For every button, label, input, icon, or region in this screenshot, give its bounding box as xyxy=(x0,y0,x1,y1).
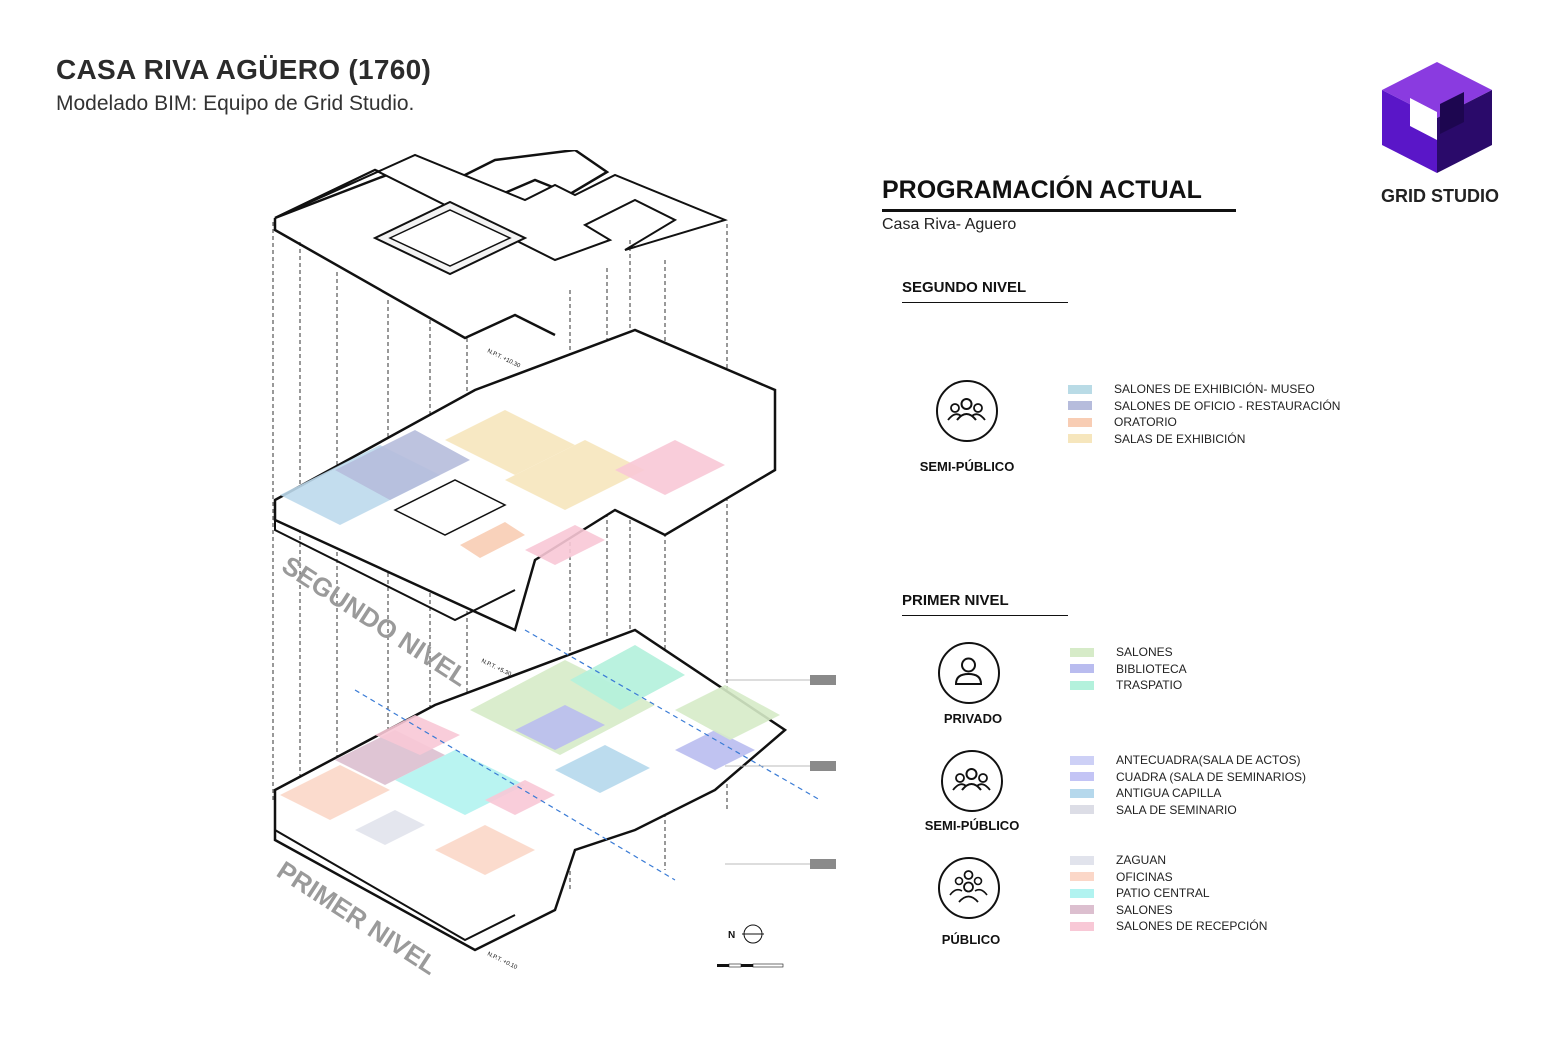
legend-swatch xyxy=(1068,384,1092,394)
legend-item: SALONES DE RECEPCIÓN xyxy=(1070,918,1267,935)
legend-item: CUADRA (SALA DE SEMINARIOS) xyxy=(1070,769,1306,786)
section-subtitle: Casa Riva- Aguero xyxy=(882,216,1017,233)
legend-swatch xyxy=(1070,664,1094,674)
second-level xyxy=(273,328,777,632)
npt-bottom-label: N.P.T. +0.10 xyxy=(486,951,518,971)
legend-item: SALONES DE EXHIBICIÓN- MUSEO xyxy=(1068,381,1340,398)
legend-item: ANTECUADRA(SALA DE ACTOS) xyxy=(1070,752,1306,769)
legend-item: SALONES DE OFICIO - RESTAURACIÓN xyxy=(1068,398,1340,415)
legend-item: PATIO CENTRAL xyxy=(1070,885,1267,902)
legend-swatch xyxy=(1070,788,1094,798)
legend-swatch xyxy=(1070,772,1094,782)
section-lines xyxy=(354,629,821,881)
legend-segundo-semipublico: SALONES DE EXHIBICIÓN- MUSEO SALONES DE … xyxy=(1068,381,1340,447)
npt-top-label: N.P.T. +10.30 xyxy=(486,348,521,369)
legend-primer-privado: SALONES BIBLIOTECA TRASPATIO xyxy=(1070,644,1187,694)
legend-item: SALONES xyxy=(1070,902,1267,919)
semi-publico-label-1: SEMI-PÚBLICO xyxy=(924,818,1020,833)
legend-swatch xyxy=(1070,805,1094,815)
legend-swatch xyxy=(1068,434,1092,444)
north-arrow-icon: N xyxy=(728,924,764,944)
axonometric-drawing: N.P.T. +10.30 SEGUNDO NIVEL N.P.T. +5.30 xyxy=(272,150,836,981)
segundo-nivel-title: SEGUNDO NIVEL xyxy=(902,279,1068,303)
scale-bar xyxy=(717,963,784,968)
legend-item: SALONES xyxy=(1070,644,1187,661)
logo-label: GRID STUDIO xyxy=(1380,186,1499,206)
group-people-icon xyxy=(941,750,1003,812)
legend-item: OFICINAS xyxy=(1070,869,1267,886)
legend-swatch xyxy=(1068,401,1092,411)
legend-primer-publico: ZAGUAN OFICINAS PATIO CENTRAL SALONES SA… xyxy=(1070,852,1267,935)
npt-mid-label: N.P.T. +5.30 xyxy=(480,658,512,678)
crowd-icon xyxy=(938,857,1000,919)
section-title: PROGRAMACIÓN ACTUAL xyxy=(882,176,1236,212)
legend-swatch xyxy=(1070,755,1094,765)
privado-label: PRIVADO xyxy=(943,711,1003,726)
semi-publico-label-2: SEMI-PÚBLICO xyxy=(919,459,1015,474)
legend-swatch xyxy=(1070,921,1094,931)
legend-swatch xyxy=(1068,417,1092,427)
elevation-markers xyxy=(810,675,836,869)
legend-primer-semipublico: ANTECUADRA(SALA DE ACTOS) CUADRA (SALA D… xyxy=(1070,752,1306,818)
legend-swatch xyxy=(1070,905,1094,915)
legend-swatch xyxy=(1070,872,1094,882)
legend-swatch xyxy=(1070,855,1094,865)
primer-nivel-title: PRIMER NIVEL xyxy=(902,592,1068,616)
legend-swatch xyxy=(1070,680,1094,690)
legend-item: ANTIGUA CAPILLA xyxy=(1070,785,1306,802)
page-subtitle: Modelado BIM: Equipo de Grid Studio. xyxy=(56,92,415,115)
legend-item: ZAGUAN xyxy=(1070,852,1267,869)
legend-item: SALAS DE EXHIBICIÓN xyxy=(1068,431,1340,448)
page-title: CASA RIVA AGÜERO (1760) xyxy=(56,54,432,85)
legend-swatch xyxy=(1070,647,1094,657)
roof-level xyxy=(273,150,728,340)
legend-item: SALA DE SEMINARIO xyxy=(1070,802,1306,819)
grid-studio-logo-icon xyxy=(1382,62,1492,173)
legend-item: ORATORIO xyxy=(1068,414,1340,431)
legend-item: TRASPATIO xyxy=(1070,677,1187,694)
svg-text:N: N xyxy=(728,930,735,941)
person-icon xyxy=(938,642,1000,704)
publico-label: PÚBLICO xyxy=(941,932,1001,947)
legend-swatch xyxy=(1070,888,1094,898)
first-level xyxy=(273,628,788,952)
group-people-icon xyxy=(936,380,998,442)
legend-item: BIBLIOTECA xyxy=(1070,661,1187,678)
